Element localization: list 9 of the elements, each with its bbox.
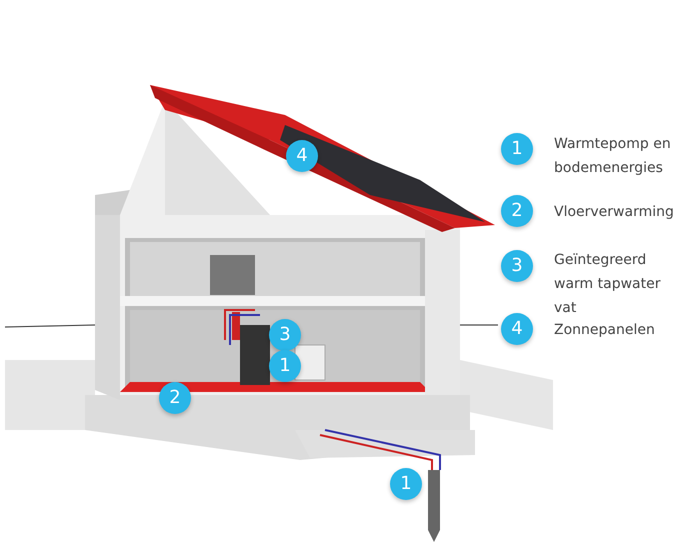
legend-text: Vloerverwarming: [554, 203, 675, 222]
callout-number: 4: [501, 313, 533, 345]
legend-text: Warmtepomp en bodemenergies: [554, 135, 672, 178]
callout-number: 1: [501, 133, 533, 165]
legend-text: Zonnepanelen: [554, 321, 656, 340]
callout-number: 2: [501, 195, 533, 227]
callout-number: 1: [390, 468, 422, 500]
legend-text: Geïntegreerd warm tapwater vat: [554, 251, 662, 318]
callout-number: 3: [501, 250, 533, 282]
